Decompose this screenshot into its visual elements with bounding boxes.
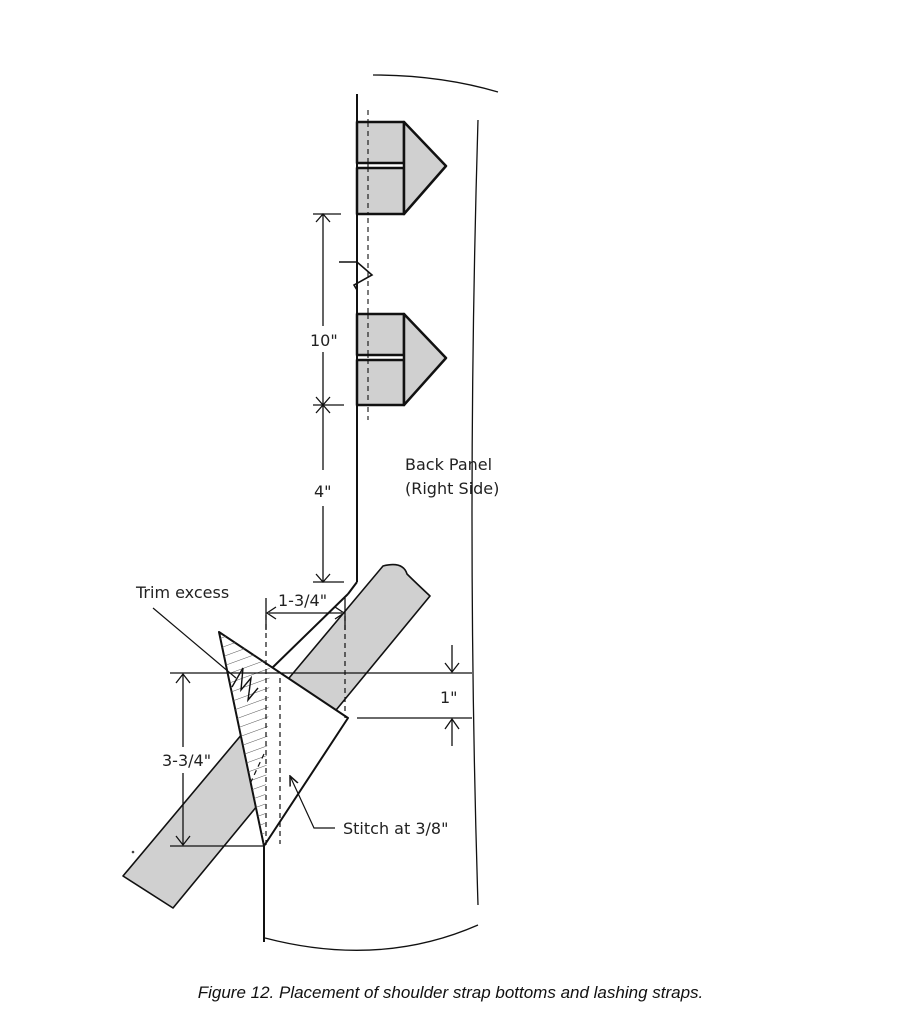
dimension-3-3-4	[170, 672, 266, 847]
dimension-1	[266, 645, 472, 746]
stitch-leader	[290, 776, 335, 829]
panel-bottom-curve	[264, 924, 479, 951]
right-side-label: (Right Side)	[405, 479, 499, 498]
dim-4-label: 4"	[314, 482, 332, 501]
stitch-lines	[248, 615, 346, 846]
panel-top-curve	[372, 74, 499, 93]
dimension-10-4	[313, 213, 344, 583]
back-panel-outline	[264, 74, 499, 951]
stitch-label: Stitch at 3/8"	[343, 819, 448, 838]
stray-mark	[131, 850, 135, 854]
panel-lower-edge	[263, 581, 358, 942]
back-panel-label: Back Panel	[405, 455, 492, 474]
dim-3-3-4-label: 3-3/4"	[162, 751, 211, 770]
figure-caption: Figure 12. Placement of shoulder strap b…	[197, 983, 704, 1002]
dim-1-3-4-label: 1-3/4"	[278, 591, 327, 610]
break-symbol	[339, 261, 374, 291]
lashing-strap-upper	[355, 120, 448, 216]
trim-excess-leader	[152, 607, 237, 679]
panel-side-curve	[471, 119, 479, 906]
dim-10-label: 10"	[310, 331, 338, 350]
lashing-strap-lower	[355, 312, 448, 407]
trim-excess-hatch	[219, 632, 270, 846]
trim-zigzag	[231, 667, 259, 703]
trim-excess-label: Trim excess	[135, 583, 229, 602]
dim-1-label: 1"	[440, 688, 458, 707]
dimension-1-3-4	[265, 598, 346, 630]
